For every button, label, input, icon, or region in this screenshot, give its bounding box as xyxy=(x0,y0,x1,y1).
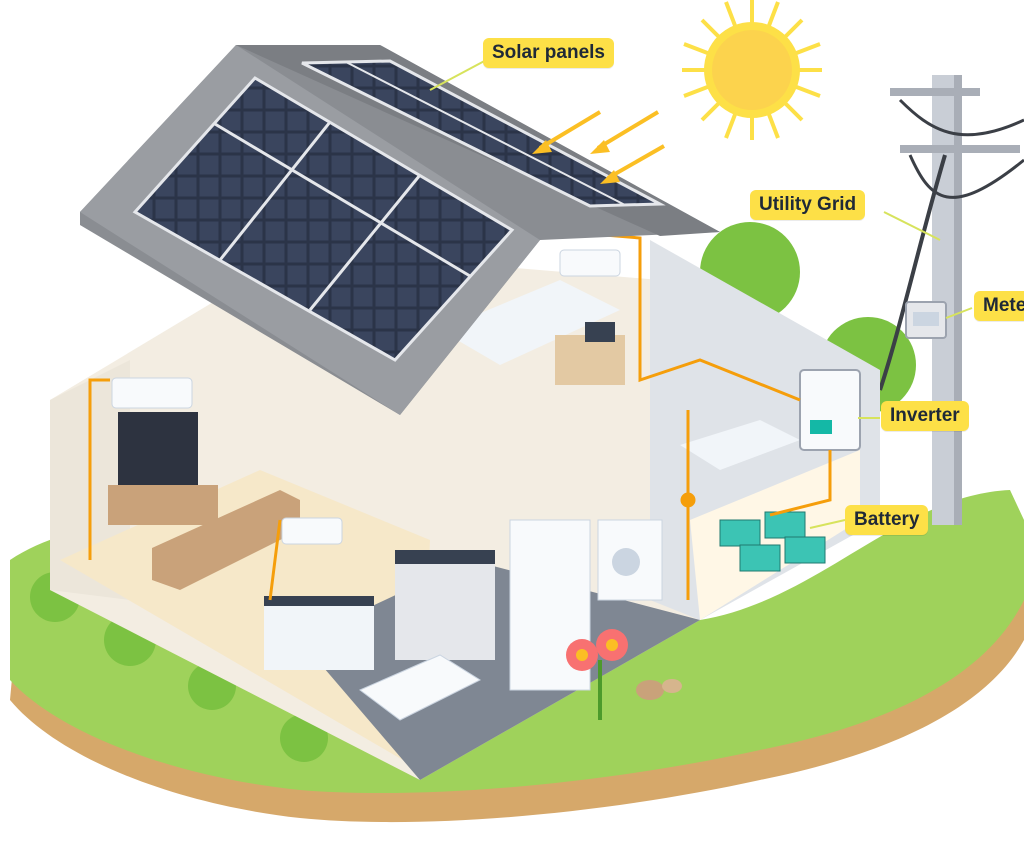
utility-grid-label: Utility Grid xyxy=(750,190,866,220)
leader-lines xyxy=(429,57,973,529)
sunlight-arrows xyxy=(532,110,665,184)
inverter-label: Inverter xyxy=(881,401,969,431)
solar-panels-label: Solar panels xyxy=(483,38,614,68)
rocks xyxy=(636,679,682,700)
meter-box xyxy=(905,301,947,339)
solar-panel-array-front xyxy=(132,76,515,362)
inverter-unit xyxy=(799,369,861,451)
solar-panel-array-back xyxy=(301,59,666,208)
sun-icon xyxy=(682,0,822,140)
flower xyxy=(566,629,628,720)
meter-label: Meter xyxy=(974,291,1024,321)
battery-label: Battery xyxy=(845,505,929,535)
battery-bank xyxy=(719,511,826,572)
roof xyxy=(80,45,720,415)
